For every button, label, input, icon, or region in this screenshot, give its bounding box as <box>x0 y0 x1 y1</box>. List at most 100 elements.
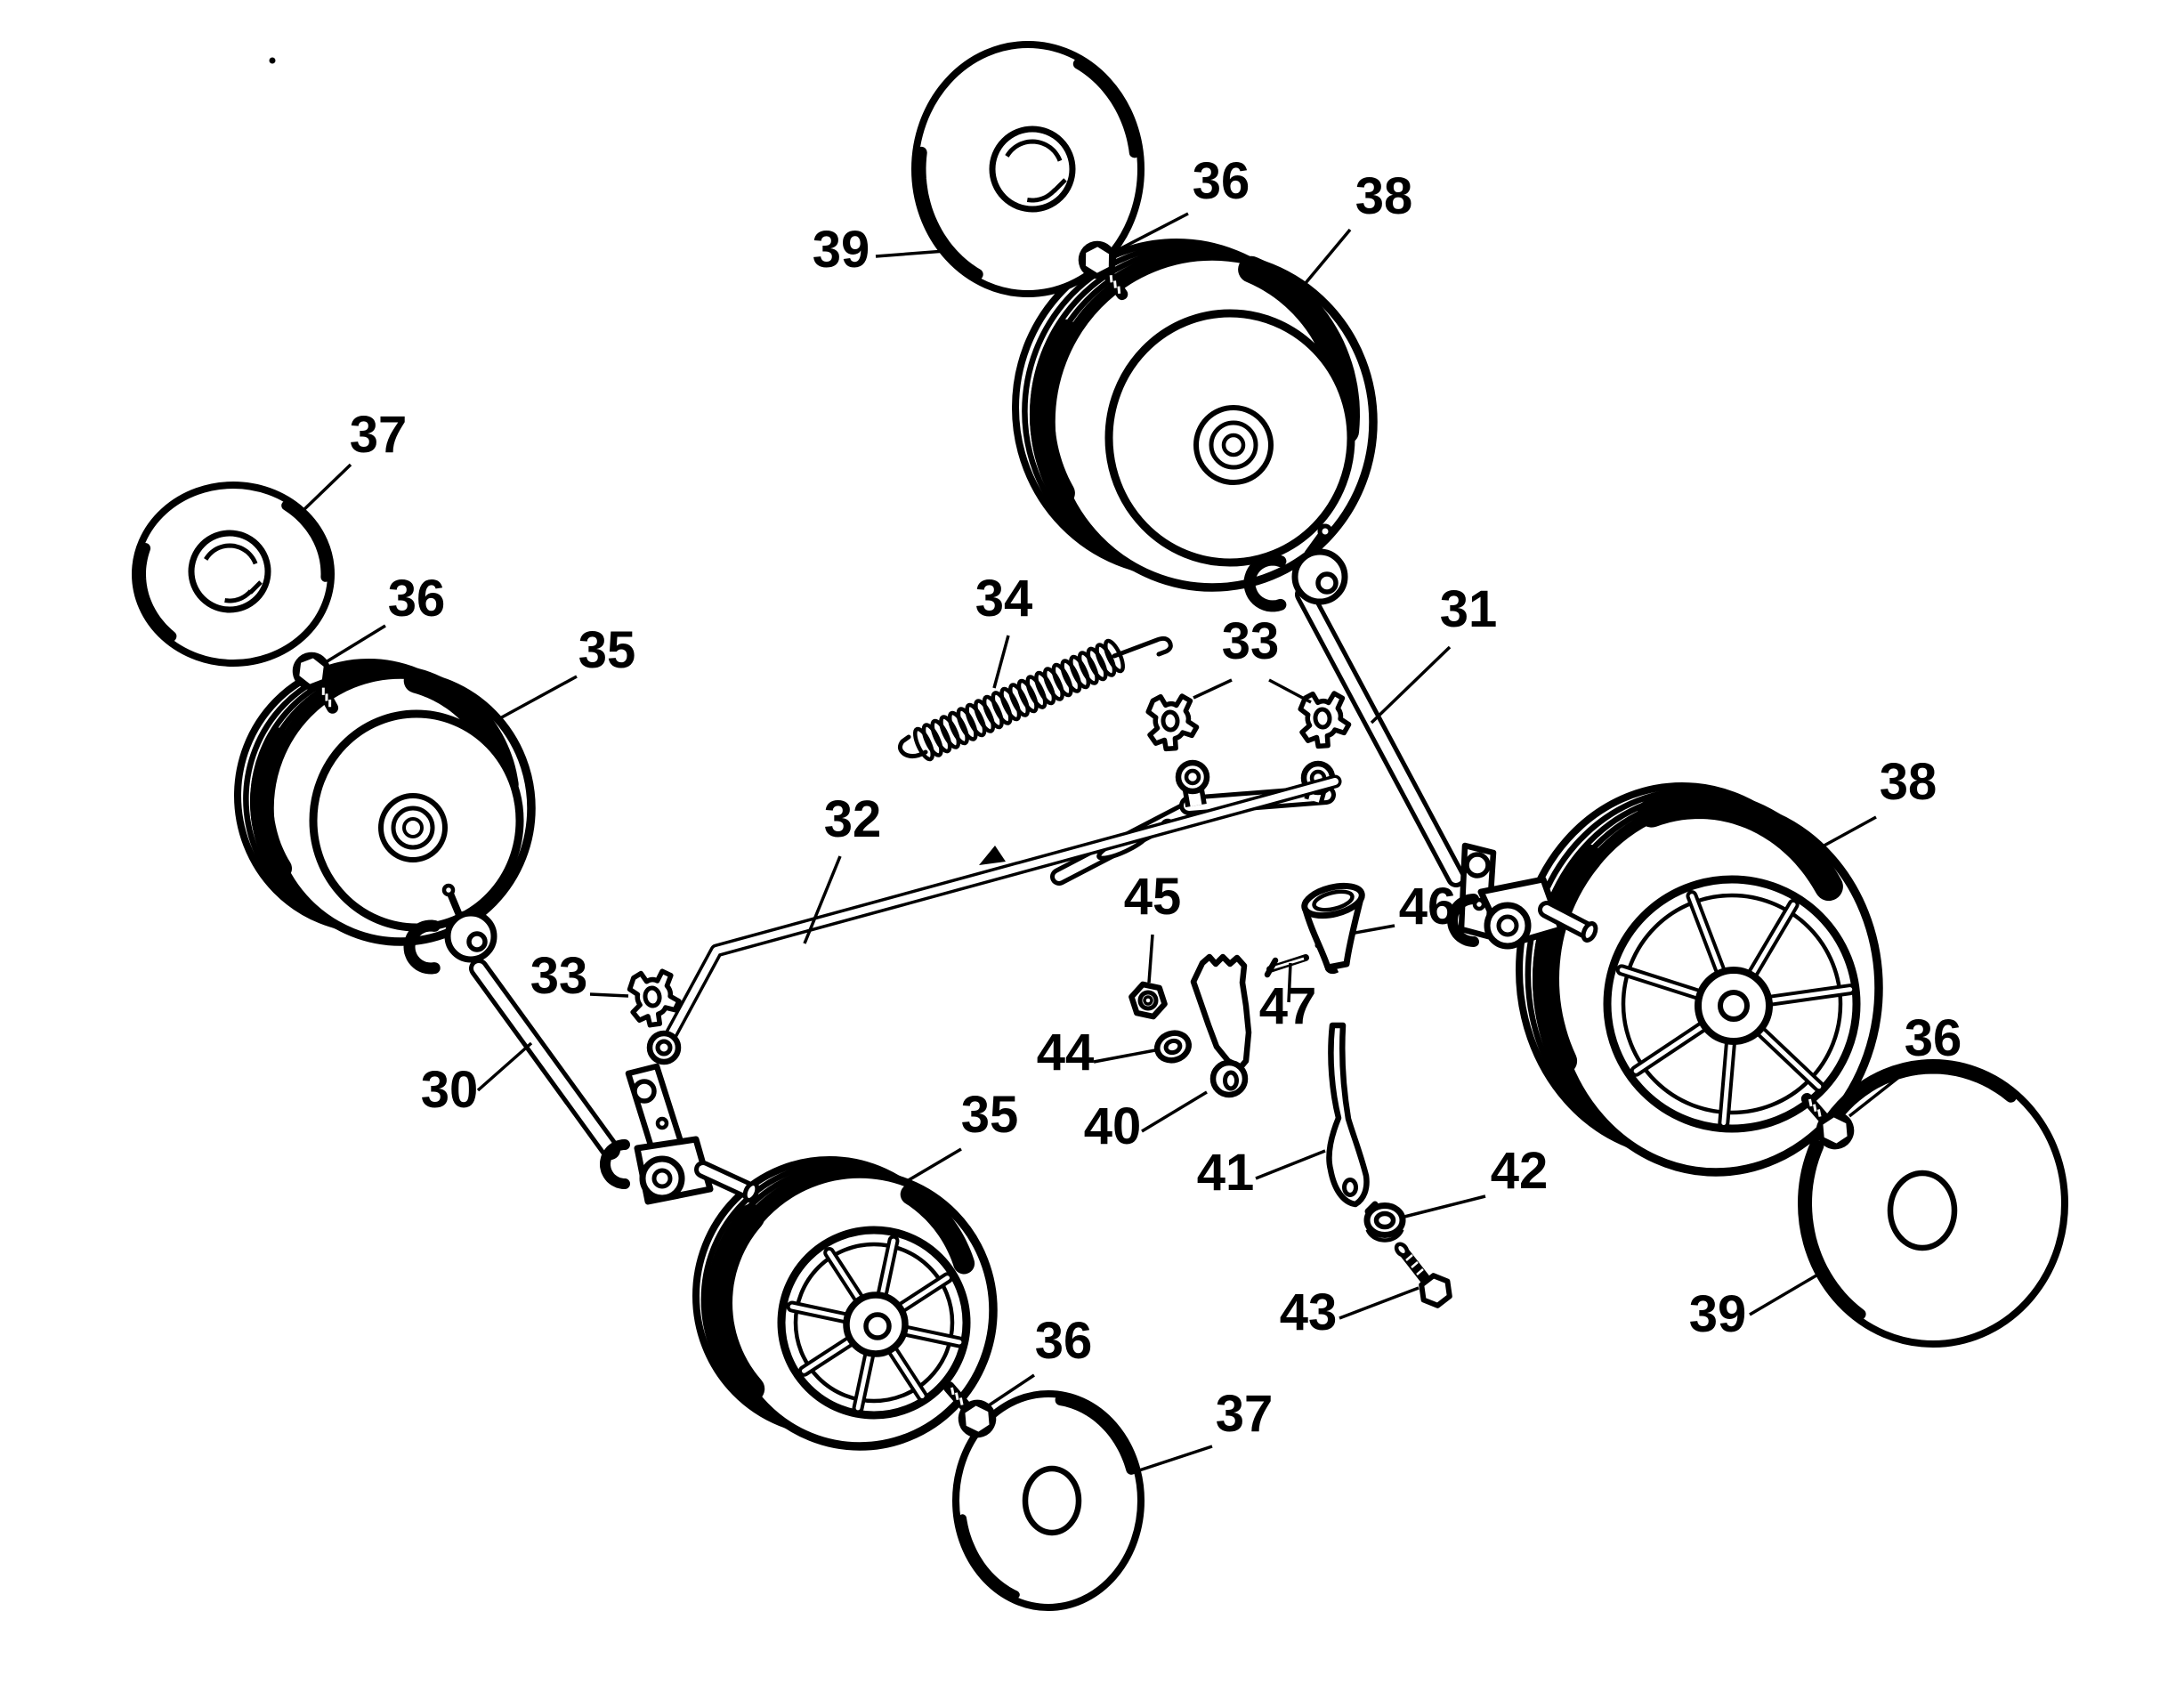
part-number-label: 36 <box>1193 152 1250 210</box>
leader-line <box>476 1041 533 1092</box>
clip-33-a <box>1147 694 1198 750</box>
leader-line <box>1255 1149 1326 1180</box>
callout-35-left: 35 <box>497 621 636 721</box>
part-number-label: 41 <box>1197 1144 1255 1202</box>
leader-line <box>1820 815 1877 849</box>
hub-cap-39-right <box>1798 1059 2068 1348</box>
axle-arm-30 <box>403 883 760 1205</box>
callout-42: 42 <box>1403 1142 1549 1218</box>
part-number-label: 44 <box>1037 1024 1095 1081</box>
ink-speck <box>269 57 276 64</box>
callout-36-bottom: 36 <box>988 1312 1093 1407</box>
leader-line <box>1349 924 1395 935</box>
part-number-label: 35 <box>961 1086 1019 1144</box>
flat-washer-44 <box>1154 1030 1192 1064</box>
part-number-label: 30 <box>421 1061 479 1119</box>
wheel-38-right <box>1516 782 1883 1177</box>
leader-line <box>1287 962 1292 1003</box>
leader-line <box>1403 1194 1486 1218</box>
part-number-label: 38 <box>1355 167 1413 225</box>
part-number-label: 33 <box>1222 612 1280 670</box>
knob-46 <box>1301 882 1365 975</box>
callout-36-right: 36 <box>1848 1009 1962 1118</box>
callout-39-top: 39 <box>813 221 946 279</box>
adjuster-lever-41 <box>1326 1022 1370 1208</box>
part-number-label: 31 <box>1440 580 1498 638</box>
hub-cap-37-left <box>132 482 335 667</box>
callout-32: 32 <box>803 790 882 944</box>
callout-35-bottom: 35 <box>902 1086 1019 1186</box>
callout-37-bottom: 37 <box>1138 1385 1274 1472</box>
leader-line <box>497 675 578 721</box>
part-number-label: 43 <box>1280 1283 1338 1341</box>
hex-nut-45 <box>1128 981 1168 1020</box>
callout-39-right: 39 <box>1689 1271 1822 1343</box>
extension-spring-34 <box>897 636 1173 762</box>
part-number-label: 35 <box>578 621 636 679</box>
leader-line <box>1749 1271 1822 1316</box>
leader-line <box>589 992 629 998</box>
part-number-label: 36 <box>1905 1009 1962 1067</box>
leader-line <box>988 1373 1035 1407</box>
leader-line <box>1848 1072 1905 1118</box>
leader-line <box>1193 678 1233 700</box>
part-number-label: 32 <box>824 790 882 848</box>
callout-34: 34 <box>975 570 1033 689</box>
part-number-label: 39 <box>813 221 870 279</box>
leader-line <box>1093 1048 1156 1064</box>
wheel-35-left <box>234 659 536 946</box>
adjuster-lever-40 <box>1190 953 1252 1098</box>
callout-46: 46 <box>1349 878 1457 935</box>
hub-cap-39-top <box>911 41 1145 297</box>
leader-line <box>1339 1286 1420 1320</box>
leader-line <box>902 1147 962 1186</box>
callout-36-left: 36 <box>325 570 446 664</box>
part-number-label: 38 <box>1880 753 1937 811</box>
part-number-label: 33 <box>530 947 588 1005</box>
part-number-label: 34 <box>975 570 1033 627</box>
leader-line <box>803 855 842 944</box>
wheel-38-top <box>1012 239 1378 592</box>
leader-line <box>1112 212 1189 255</box>
callout-38-right: 38 <box>1820 753 1937 849</box>
leader-line <box>1138 1445 1213 1472</box>
part-number-label: 47 <box>1259 977 1317 1035</box>
part-number-label: 36 <box>1035 1312 1093 1370</box>
leader-line <box>325 624 386 664</box>
callout-36-top: 36 <box>1112 152 1250 255</box>
leader-line <box>1147 934 1154 984</box>
part-number-label: 37 <box>350 406 408 464</box>
part-number-label: 40 <box>1084 1097 1142 1155</box>
axle-arm-31 <box>1243 523 1598 950</box>
callout-44: 44 <box>1037 1024 1156 1081</box>
callout-45: 45 <box>1124 868 1182 984</box>
leader-line <box>1299 228 1352 290</box>
part-number-label: 36 <box>388 570 446 627</box>
part-number-label: 37 <box>1216 1385 1274 1443</box>
callout-43: 43 <box>1280 1283 1420 1341</box>
wheel-35-bottom <box>692 1156 998 1451</box>
callout-31: 31 <box>1370 580 1498 725</box>
torsion-bar-32 <box>646 774 1342 1065</box>
hub-cap-37-bottom <box>952 1390 1145 1611</box>
hex-bolt-43 <box>1394 1242 1452 1308</box>
callout-30: 30 <box>421 1041 533 1119</box>
part-number-label: 39 <box>1689 1285 1747 1343</box>
part-number-label: 42 <box>1491 1142 1549 1200</box>
leader-line <box>299 463 352 514</box>
callout-38-top: 38 <box>1299 167 1413 290</box>
leader-line <box>992 635 1010 689</box>
leader-line <box>1370 645 1452 725</box>
callout-33-left: 33 <box>530 947 629 1005</box>
callout-33-pair: 33 <box>1193 612 1312 704</box>
callouts: 39 36 38 37 36 35 34 33 31 32 38 45 46 4… <box>299 152 1962 1472</box>
callout-37-left: 37 <box>299 406 408 514</box>
part-number-label: 46 <box>1399 878 1457 935</box>
part-number-label: 45 <box>1124 868 1182 926</box>
flange-nut-42 <box>1363 1201 1406 1243</box>
leader-line <box>875 249 946 258</box>
leader-line <box>1141 1090 1208 1133</box>
callout-47: 47 <box>1259 962 1317 1035</box>
